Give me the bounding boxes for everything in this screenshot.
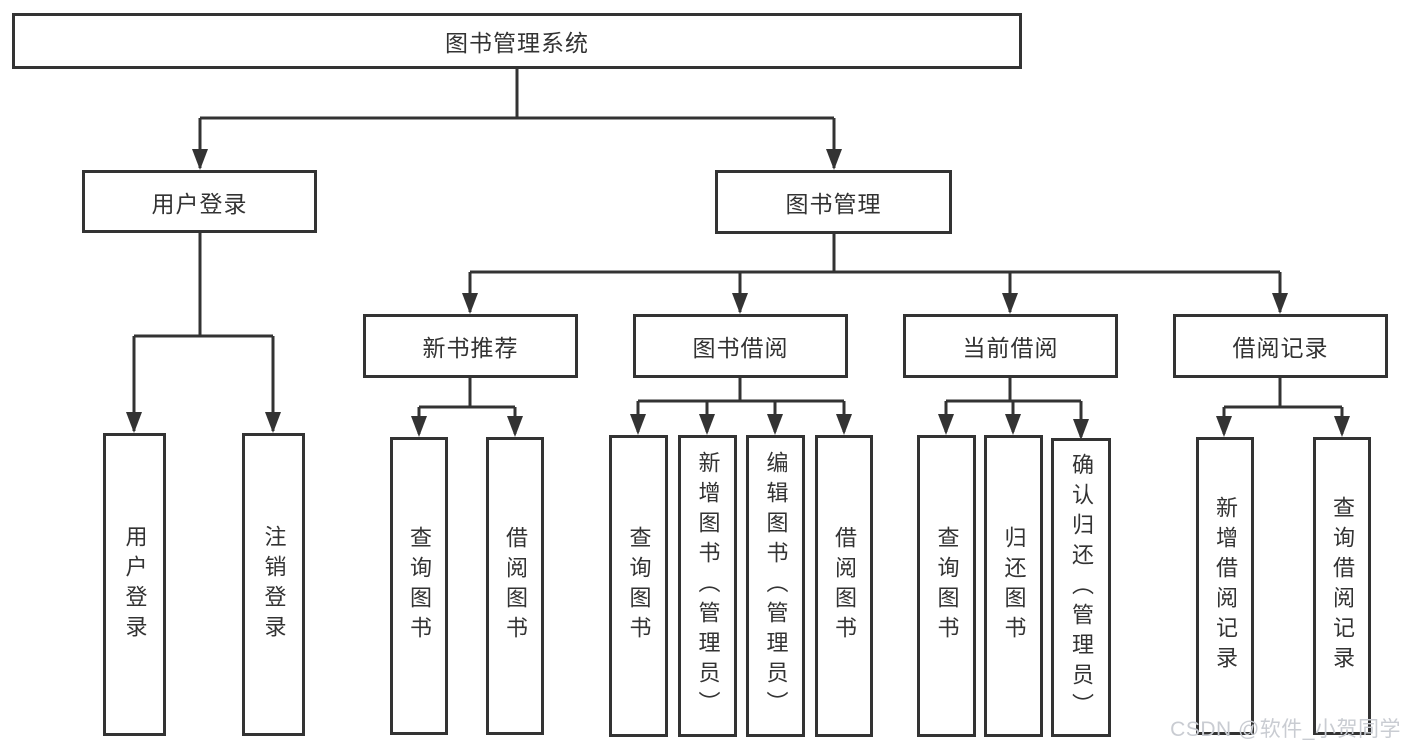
node-label: 借阅记录 (1232, 335, 1329, 361)
leaf-label: 查询图书 (934, 526, 960, 646)
leaf-label: 确认归还（管理员） (1069, 452, 1094, 723)
leaf-label: 新增图书（管理员） (695, 451, 721, 721)
node-label: 新书推荐 (422, 335, 519, 361)
leaf-query-books-recommend: 查询图书 (390, 437, 448, 735)
leaf-query-books-current: 查询图书 (917, 435, 976, 737)
node-label: 图书管理系统 (445, 30, 589, 56)
leaf-confirm-return-admin: 确认归还（管理员） (1051, 438, 1111, 737)
leaf-label: 查询图书 (626, 526, 652, 646)
leaf-label: 借阅图书 (503, 526, 528, 646)
node-borrowing-records: 借阅记录 (1173, 314, 1388, 378)
node-label: 当前借阅 (962, 335, 1059, 361)
leaf-label: 用户登录 (122, 524, 148, 645)
node-current-borrowing: 当前借阅 (903, 314, 1118, 378)
leaf-logout: 注销登录 (242, 433, 305, 736)
node-label: 图书借阅 (692, 335, 789, 361)
leaf-borrow-books: 借阅图书 (815, 435, 873, 737)
node-label: 图书管理 (785, 191, 882, 217)
node-book-borrowing: 图书借阅 (633, 314, 848, 378)
node-new-book-recommendation: 新书推荐 (363, 314, 578, 378)
node-label: 用户登录 (151, 190, 248, 217)
leaf-label: 借阅图书 (832, 526, 857, 646)
leaf-label: 归还图书 (1001, 526, 1027, 646)
leaf-add-book-admin: 新增图书（管理员） (678, 435, 737, 737)
leaf-label: 查询借阅记录 (1330, 496, 1355, 676)
leaf-user-login: 用户登录 (103, 433, 166, 736)
leaf-query-books-borrowing: 查询图书 (609, 435, 668, 737)
leaf-label: 新增借阅记录 (1213, 496, 1238, 676)
csdn-watermark: CSDN @软件_小贺同学 (1170, 718, 1401, 741)
node-library-management-system: 图书管理系统 (12, 13, 1022, 69)
leaf-query-borrow-records: 查询借阅记录 (1313, 437, 1371, 735)
leaf-borrow-books-recommend: 借阅图书 (486, 437, 544, 735)
leaf-label: 编辑图书（管理员） (763, 451, 789, 721)
node-book-management-branch: 图书管理 (715, 170, 952, 234)
leaf-label: 查询图书 (407, 526, 432, 646)
leaf-return-books: 归还图书 (984, 435, 1043, 737)
node-user-login-branch: 用户登录 (82, 170, 317, 233)
leaf-add-borrow-record: 新增借阅记录 (1196, 437, 1254, 735)
leaf-label: 注销登录 (261, 524, 287, 645)
leaf-edit-book-admin: 编辑图书（管理员） (746, 435, 805, 737)
